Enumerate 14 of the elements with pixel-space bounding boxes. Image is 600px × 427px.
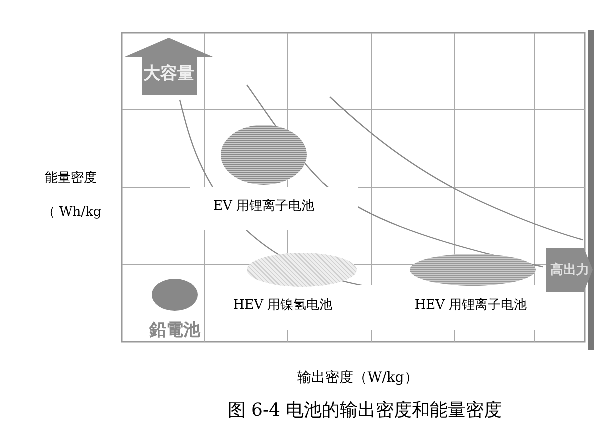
axis-title: 输出密度（W/kg） [298,369,418,387]
right-arrow [546,246,594,294]
battery-ellipse [152,279,198,311]
figure-caption: 图 6-4 电池的输出密度和能量密度 [228,399,502,422]
battery-label: 鉛電池 [150,320,200,342]
battery-label: EV 用锂离子电池 [214,198,314,215]
axis-unit: （ Wh/kg [42,204,102,221]
axis-title: 能量密度 [45,170,97,187]
arrow-label: 大容量 [144,63,194,85]
arrow-label: 高出力 [550,262,590,279]
up-arrow [124,37,214,96]
battery-label: HEV 用镍氢电池 [233,297,333,314]
battery-ellipse [410,254,536,286]
battery-label: HEV 用锂离子电池 [414,297,528,314]
